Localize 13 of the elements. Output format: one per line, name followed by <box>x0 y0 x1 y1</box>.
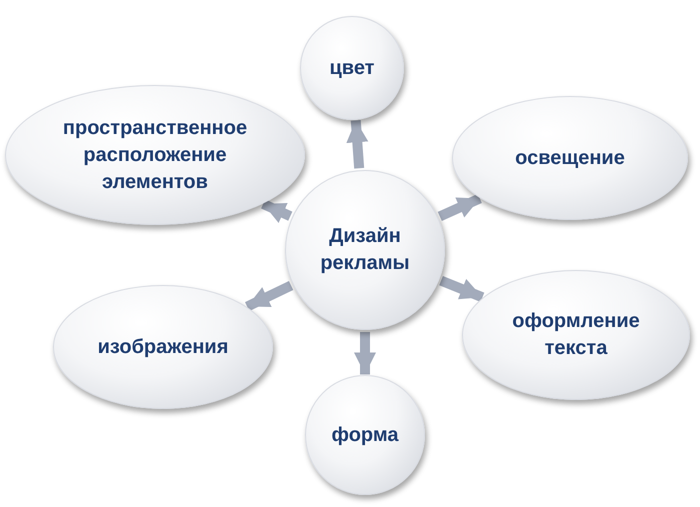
node-label: форма <box>330 422 400 448</box>
node-label: Дизайн рекламы <box>319 224 411 276</box>
arrow <box>438 194 482 221</box>
arrow <box>354 332 376 374</box>
arrow <box>439 276 484 302</box>
node-label: освещение <box>514 146 626 170</box>
arrow <box>346 120 368 169</box>
arrow <box>261 199 292 224</box>
node-label: изображения <box>96 334 230 360</box>
node-label: цвет <box>328 56 376 80</box>
arrow <box>245 280 294 312</box>
node-label: пространственное расположение элементов <box>62 116 248 194</box>
node-label: оформление текста <box>511 309 641 361</box>
